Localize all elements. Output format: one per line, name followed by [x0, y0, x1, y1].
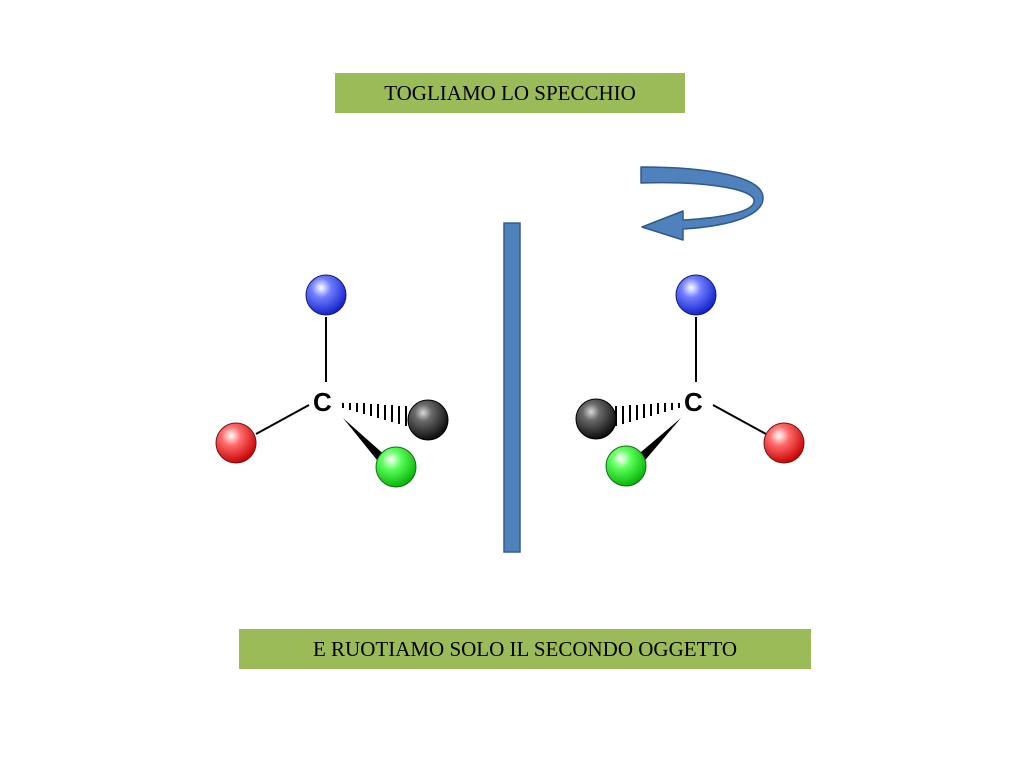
bond-to-red	[712, 404, 767, 435]
bond-to-red	[255, 404, 310, 435]
green-atom	[375, 446, 417, 488]
rotation-arrow-icon	[640, 166, 764, 241]
hashed-bond-to-black	[342, 403, 407, 426]
hashed-bond-to-black	[615, 403, 680, 426]
blue-atom	[675, 274, 717, 316]
red-atom	[215, 422, 257, 464]
black-atom	[407, 399, 449, 441]
blue-atom	[305, 274, 347, 316]
left-molecule: C	[215, 274, 449, 488]
title-label: TOGLIAMO LO SPECCHIO	[335, 73, 685, 113]
red-atom	[763, 422, 805, 464]
carbon-label: C	[684, 387, 703, 417]
green-atom	[605, 445, 647, 487]
wedge-bond-to-green	[634, 418, 681, 465]
right-molecule: C	[575, 274, 805, 487]
wedge-bond-to-green	[343, 418, 388, 465]
carbon-label: C	[313, 387, 332, 417]
caption-label: E RUOTIAMO SOLO IL SECONDO OGGETTO	[239, 629, 811, 669]
black-atom	[575, 398, 617, 440]
mirror-plane	[503, 222, 521, 553]
